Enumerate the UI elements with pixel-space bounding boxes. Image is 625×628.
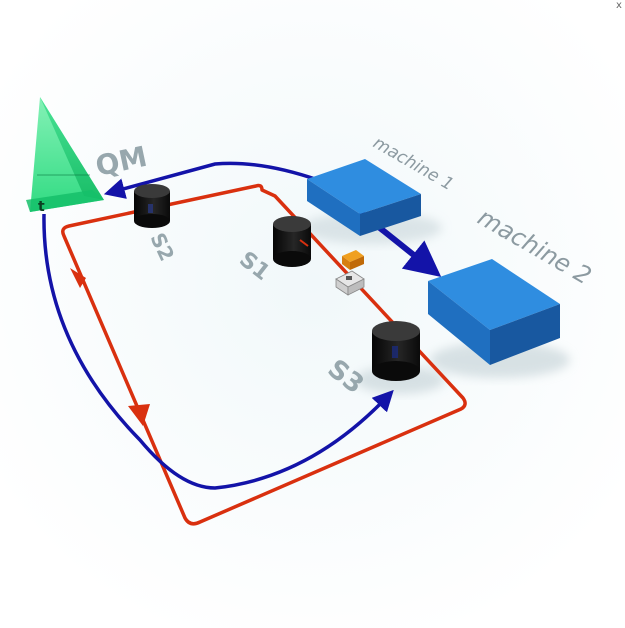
sensor-s2-icon (134, 184, 170, 228)
red-arrow-upper (70, 268, 86, 288)
qm-mark: t (38, 199, 45, 215)
red-loop-path (61, 183, 467, 526)
red-arrow-lower (128, 404, 150, 426)
machine-1-box-icon (307, 159, 421, 236)
sensor-s1-icon (273, 216, 311, 267)
blue-path-to-s3 (42, 213, 394, 490)
qm-pyramid-icon: t (26, 97, 104, 215)
machine-2-box-icon (428, 259, 560, 365)
sensor-s3-icon (372, 321, 420, 381)
blue-path-to-qm (103, 161, 319, 199)
robot-cart-icon (335, 250, 365, 296)
corner-mark: x (616, 0, 622, 11)
